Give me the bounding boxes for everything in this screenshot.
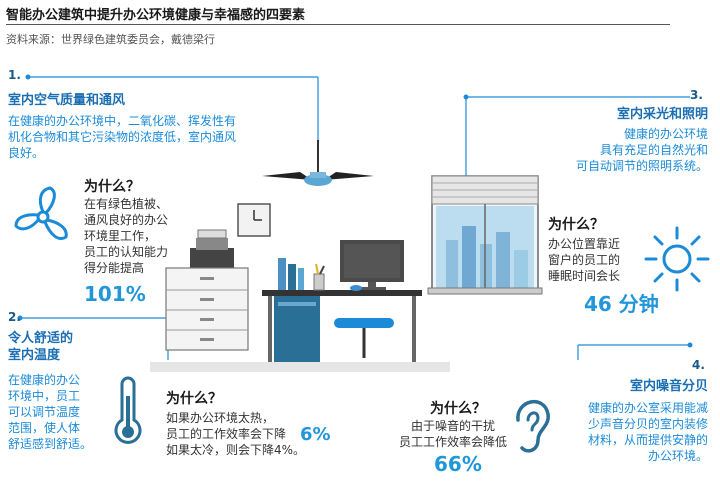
desc-line: 机化合物和其它污染物的浓度低，室内通风 [8,130,237,144]
why-line: 员工工作效率会降低 [398,435,507,449]
desc-line: 健康的办公环境 [623,127,708,141]
ear-icon [516,399,550,453]
factor-4-stat: 66% [434,452,482,476]
desc-line: 舒适感到舒适。 [8,437,93,451]
factor-2-stat: 6% [300,424,331,445]
thermometer-icon [114,376,142,444]
factor-2-why-label: 为什么？ [166,391,222,407]
title-line: 令人舒适的 [8,331,74,346]
desc-line: 可以调节温度 [8,405,81,419]
filing-cabinet [165,229,249,351]
desc-line: 可自动调节的照明系统。 [575,159,708,173]
factor-1-stat: 101% [84,282,146,306]
desc-line: 健康的办公室采用能减 [587,401,708,415]
title-divider [6,24,670,25]
factor-4-why-label: 为什么？ [430,401,486,417]
desc-line: 环境中，员工 [8,389,81,403]
factor-3-title: 室内采光和照明 [616,107,708,122]
why-line: 办公位置靠近 [548,237,621,251]
desc-line: 少声音分贝的室内装修 [587,417,708,431]
factor-1-why-label: 为什么？ [84,179,140,195]
window [427,175,543,295]
factor-3-why-text: 办公位置靠近 窗户的员工的 睡眠时间会长 [548,236,648,284]
desc-line: 范围，使人体 [8,421,81,435]
factor-2-why-text: 如果办公环境太热， 员工的工作效率会下降 如果太冷，则会下降4%。 [166,410,316,458]
desc-line: 在健康的办公环境中，二氧化碳、挥发性有 [8,114,237,128]
why-line: 窗户的员工的 [548,253,621,267]
factor-1-title: 室内空气质量和通风 [8,93,126,108]
desc-line: 具有充足的自然光和 [599,143,708,157]
title-line: 室内温度 [8,348,61,363]
factor-1-number: 1. [8,68,21,82]
factor-1-description: 在健康的办公环境中，二氧化碳、挥发性有 机化合物和其它污染物的浓度低，室内通风 … [8,113,308,161]
fan-icon [14,186,68,240]
page-title: 智能办公建筑中提升办公环境健康与幸福感的四要素 [6,8,306,23]
factor-4-description: 健康的办公室采用能减 少声音分贝的室内装修 材料，从而提供安静的 办公环境。 [560,400,708,464]
factor-2-title: 令人舒适的 室内温度 [8,330,73,364]
why-line: 通风良好的办公 [84,213,169,227]
factor-3-stat: 46 分钟 [584,292,659,316]
factor-4-number: 4. [692,358,705,372]
factor-2-description: 在健康的办公 环境中，员工 可以调节温度 范围，使人体 舒适感到舒适。 [8,372,108,452]
why-line: 得分能提高 [84,261,145,275]
factor-2-number: 2. [8,310,21,324]
why-line: 如果办公环境太热， [166,411,275,425]
wall-clock [237,203,271,237]
ceiling-fan [262,140,374,186]
factor-3-why-label: 为什么？ [548,217,604,233]
source-note: 资料来源：世界绿色建筑委员会，戴德梁行 [6,33,215,46]
desc-line: 办公环境。 [647,449,708,463]
why-line: 员工的认知能力 [84,245,169,259]
factor-3-number: 3. [690,88,703,102]
factor-1-why-text: 在有绿色植被、 通风良好的办公 环境里工作， 员工的认知能力 得分能提高 [84,196,194,276]
desc-line: 材料，从而提供安静的 [587,433,708,447]
why-line: 由于噪音的干扰 [410,419,495,433]
factor-3-description: 健康的办公环境 具有充足的自然光和 可自动调节的照明系统。 [540,126,708,174]
desk [262,240,422,372]
floor [150,362,450,372]
why-line: 在有绿色植被、 [84,197,169,211]
office-chair [334,318,394,369]
why-line: 环境里工作， [84,229,157,243]
factor-4-title: 室内噪音分贝 [629,379,708,394]
why-line: 员工的工作效率会下降 [166,427,287,441]
factor-4-why-text: 由于噪音的干扰 员工工作效率会降低 [388,418,518,450]
desc-line: 良好。 [8,146,45,160]
desc-line: 在健康的办公 [8,373,81,387]
why-line: 睡眠时间会长 [548,269,621,283]
sun-icon [644,226,710,292]
why-line: 如果太冷，则会下降4%。 [166,443,306,457]
